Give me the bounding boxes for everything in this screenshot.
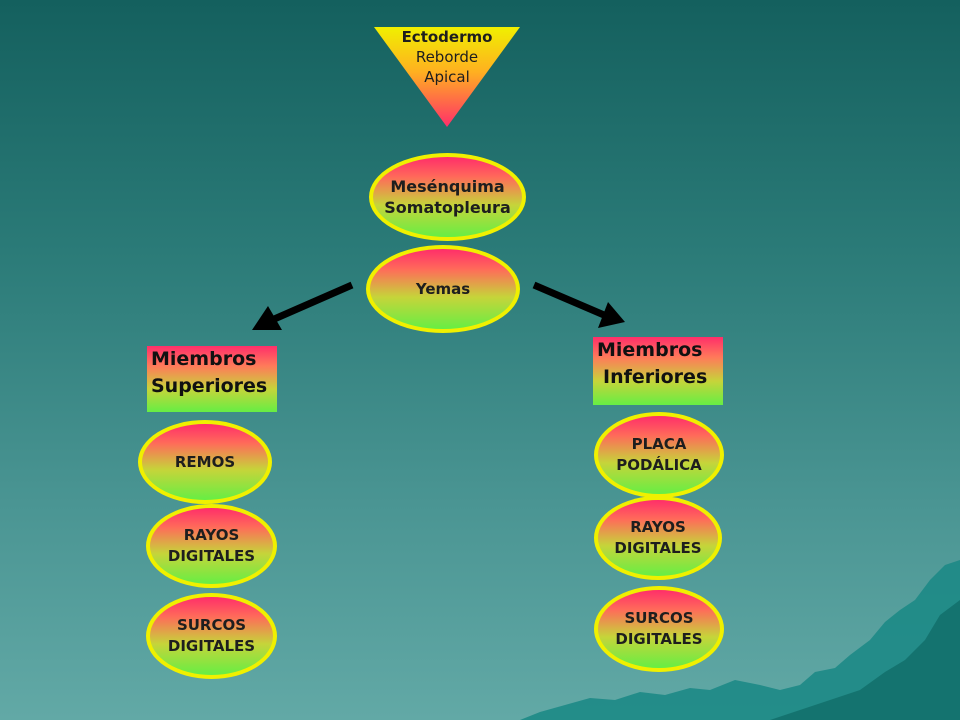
apical-label: Apical — [424, 68, 470, 86]
rayos-label: RAYOS — [630, 518, 686, 536]
arrow-left — [252, 281, 354, 330]
placa-podalica-ellipse: PLACA PODÁLICA — [594, 412, 724, 498]
rayos-label: RAYOS — [183, 526, 240, 544]
inferiores-title-line1: Miembros — [597, 339, 703, 361]
digitales-label: DIGITALES — [615, 630, 703, 648]
remos-label: REMOS — [174, 452, 236, 471]
podalica-label: PODÁLICA — [616, 456, 702, 474]
reborde-label: Reborde — [415, 48, 479, 66]
digitales-label: DIGITALES — [614, 539, 702, 557]
mesenquima-label: Mesénquima — [390, 177, 505, 196]
digitales-label: DIGITALES — [167, 637, 256, 655]
miembros-inferiores-label: Miembros Inferiores — [593, 337, 723, 405]
digitales-label: DIGITALES — [167, 547, 256, 565]
surcos-label: SURCOS — [624, 609, 694, 627]
superiores-title-line2: Superiores — [151, 375, 268, 397]
yemas-label: Yemas — [415, 279, 471, 298]
arrow-right — [532, 281, 625, 328]
inferiores-title-line2: Inferiores — [603, 366, 708, 388]
surcos-digitales-inferiores-ellipse: SURCOS DIGITALES — [594, 586, 724, 672]
mesenquima-ellipse: Mesénquima Somatopleura — [369, 153, 526, 241]
surcos-digitales-superiores-ellipse: SURCOS DIGITALES — [146, 593, 277, 679]
surcos-label: SURCOS — [176, 616, 247, 634]
ectodermo-label: Ectodermo — [401, 28, 493, 46]
rayos-digitales-inferiores-ellipse: RAYOS DIGITALES — [594, 496, 722, 580]
somatopleura-label: Somatopleura — [384, 198, 511, 217]
superiores-title-line1: Miembros — [151, 348, 257, 370]
ectodermo-triangle: Ectodermo Reborde Apical — [374, 27, 520, 127]
miembros-superiores-label: Miembros Superiores — [147, 346, 277, 412]
rayos-digitales-superiores-ellipse: RAYOS DIGITALES — [146, 504, 277, 588]
remos-ellipse: REMOS — [138, 420, 272, 504]
yemas-ellipse: Yemas — [366, 245, 520, 333]
placa-label: PLACA — [631, 435, 687, 453]
